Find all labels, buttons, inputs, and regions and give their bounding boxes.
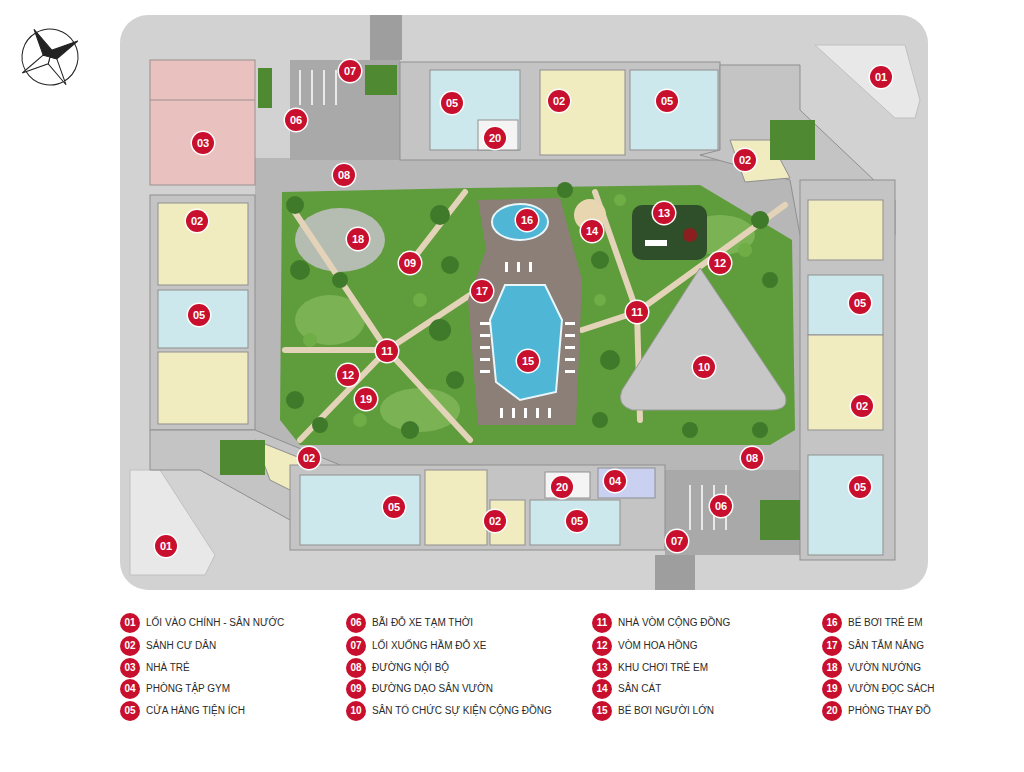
legend-number: 04 xyxy=(120,679,140,699)
legend-text: SÂN CÁT xyxy=(618,682,661,696)
legend-text: SÂN TẮM NẮNG xyxy=(848,639,924,653)
callout-number: 20 xyxy=(551,476,573,498)
legend-number: 15 xyxy=(592,701,612,721)
callout-number: 16 xyxy=(516,209,538,231)
legend-text: LỐI XUỐNG HẦM ĐỖ XE xyxy=(372,639,486,653)
legend-number: 14 xyxy=(592,679,612,699)
callout-number: 05 xyxy=(188,304,210,326)
callout-number: 18 xyxy=(347,228,369,250)
callout-number: 02 xyxy=(548,90,570,112)
legend-text: PHÒNG THAY ĐỒ xyxy=(848,704,931,718)
legend-text: SẢNH CƯ DÂN xyxy=(146,639,216,653)
callout-number: 02 xyxy=(298,447,320,469)
legend-text: PHÒNG TẬP GYM xyxy=(146,682,230,696)
callout-number: 10 xyxy=(693,356,715,378)
callout-number: 02 xyxy=(186,210,208,232)
legend-text: KHU CHƠI TRẺ EM xyxy=(618,661,708,675)
callout-number: 09 xyxy=(399,252,421,274)
callout-number: 06 xyxy=(285,109,307,131)
legend-text: NHÀ TRẺ xyxy=(146,661,190,675)
callout-number: 15 xyxy=(517,350,539,372)
callout-number: 05 xyxy=(383,496,405,518)
legend-number: 03 xyxy=(120,658,140,678)
callout-number: 01 xyxy=(155,535,177,557)
legend-number: 11 xyxy=(592,613,612,633)
legend-number: 12 xyxy=(592,636,612,656)
callout-number: 05 xyxy=(566,510,588,532)
callout-number: 11 xyxy=(376,340,398,362)
callout-number: 19 xyxy=(355,388,377,410)
callout-number: 05 xyxy=(441,92,463,114)
legend-number: 06 xyxy=(346,613,366,633)
legend-number: 09 xyxy=(346,679,366,699)
legend-text: ĐƯỜNG NỘI BỘ xyxy=(372,661,449,675)
callout-number: 02 xyxy=(851,395,873,417)
callout-number: 01 xyxy=(870,66,892,88)
legend-number: 18 xyxy=(822,658,842,678)
legend-text: CỬA HÀNG TIỆN ÍCH xyxy=(146,704,245,718)
callout-number: 12 xyxy=(709,252,731,274)
legend-number: 10 xyxy=(346,701,366,721)
callout-number: 20 xyxy=(484,127,506,149)
legend-number: 16 xyxy=(822,613,842,633)
callout-number: 13 xyxy=(653,202,675,224)
legend-number: 20 xyxy=(822,701,842,721)
legend-number: 05 xyxy=(120,701,140,721)
legend-text: BỂ BƠI NGƯỜI LỚN xyxy=(618,704,714,718)
legend-number: 13 xyxy=(592,658,612,678)
callout-number: 02 xyxy=(734,149,756,171)
callout-number: 07 xyxy=(666,530,688,552)
legend-number: 17 xyxy=(822,636,842,656)
callout-number: 05 xyxy=(849,292,871,314)
callout-number: 08 xyxy=(741,447,763,469)
legend-text: VƯỜN NƯỚNG xyxy=(848,661,921,675)
callout-number: 08 xyxy=(333,164,355,186)
legend-text: VƯỜN ĐỌC SÁCH xyxy=(848,682,935,696)
legend-text: SÂN TỔ CHỨC SỰ KIỆN CỘNG ĐỒNG xyxy=(372,704,552,718)
legend-text: ĐƯỜNG DẠO SÂN VƯỜN xyxy=(372,682,493,696)
callout-number: 06 xyxy=(710,495,732,517)
legend-text: BÃI ĐỖ XE TẠM THỜI xyxy=(372,616,473,630)
legend-text: NHÀ VÒM CỘNG ĐỒNG xyxy=(618,616,730,630)
legend-number: 07 xyxy=(346,636,366,656)
legend-number: 01 xyxy=(120,613,140,633)
callout-number: 11 xyxy=(626,301,648,323)
callout-number: 04 xyxy=(604,470,626,492)
callout-number: 03 xyxy=(192,132,214,154)
legend-text: BỂ BƠI TRẺ EM xyxy=(848,616,923,630)
callout-number: 07 xyxy=(339,60,361,82)
callout-number: 17 xyxy=(471,280,493,302)
legend-number: 02 xyxy=(120,636,140,656)
callout-number: 14 xyxy=(581,220,603,242)
legend-number: 08 xyxy=(346,658,366,678)
legend-text: LỐI VÀO CHÍNH - SÂN NƯỚC xyxy=(146,616,284,630)
callout-number: 05 xyxy=(849,476,871,498)
callout-number: 12 xyxy=(337,364,359,386)
legend-number: 19 xyxy=(822,679,842,699)
callout-number: 05 xyxy=(656,90,678,112)
callout-number: 02 xyxy=(484,510,506,532)
legend-text: VÒM HOA HỒNG xyxy=(618,639,697,653)
